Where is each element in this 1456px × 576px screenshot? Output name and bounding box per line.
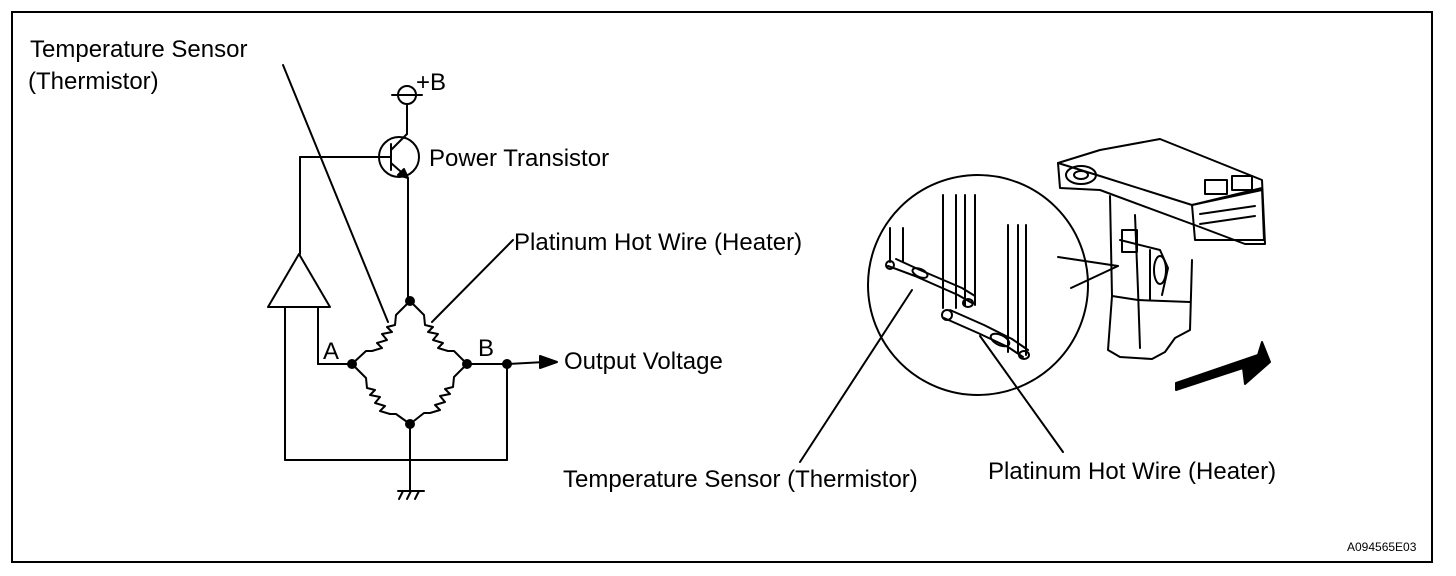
detail-temperature-sensor-label: Temperature Sensor (Thermistor) <box>563 466 918 493</box>
airflow-arrow <box>1175 341 1271 391</box>
thermistor-leader-line <box>282 64 389 323</box>
node-a-label: A <box>323 338 340 365</box>
hot-wire-leader-line <box>431 239 514 323</box>
supply-label: +B <box>416 69 447 96</box>
junction-dots <box>347 296 512 429</box>
node-b-label: B <box>478 335 495 362</box>
figure-frame <box>11 11 1433 563</box>
detail-thermistor-leader-line <box>799 289 913 463</box>
ground-symbol <box>397 490 425 500</box>
detail-hot-wire-leader-line <box>979 335 1064 453</box>
thermistor-label: (Thermistor) <box>28 68 159 95</box>
amplifier-symbol <box>267 156 508 461</box>
figure-id-label: A094565E03 <box>1347 540 1417 554</box>
sensor-assembly-drawing <box>867 138 1266 396</box>
supply-terminal-symbol <box>391 85 423 135</box>
output-voltage-label: Output Voltage <box>564 348 723 375</box>
temperature-sensor-label: Temperature Sensor <box>30 36 248 63</box>
power-transistor-symbol <box>299 133 420 301</box>
power-transistor-label: Power Transistor <box>429 145 610 172</box>
hot-wire-label: Platinum Hot Wire (Heater) <box>514 229 803 256</box>
wheatstone-bridge <box>351 300 558 491</box>
detail-hot-wire-label: Platinum Hot Wire (Heater) <box>988 458 1277 485</box>
